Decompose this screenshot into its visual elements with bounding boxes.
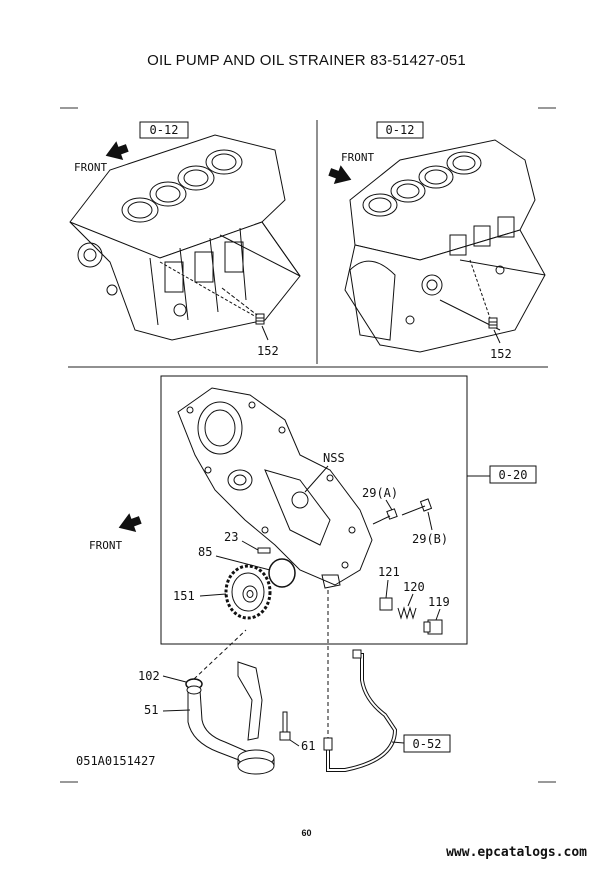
ref-label: 0-12 (150, 123, 179, 137)
o-ring-icon (268, 558, 296, 588)
dowel-pin-icon (257, 547, 271, 554)
plug-icon (221, 287, 265, 325)
ref-box (139, 121, 189, 139)
plug-icon (488, 317, 498, 329)
callout-152-left: 152 (257, 344, 279, 358)
callout-61: 61 (301, 739, 315, 753)
callout-51: 51 (144, 703, 158, 717)
page-number: 60 (301, 828, 312, 838)
bolt-icon (279, 711, 291, 741)
oil-strainer (186, 661, 275, 775)
callout-151: 151 (173, 589, 195, 603)
engine-block-right (344, 139, 546, 353)
spring-icon (397, 606, 417, 620)
engine-block-left (69, 134, 301, 341)
callout-85: 85 (198, 545, 212, 559)
callout-152-right: 152 (490, 347, 512, 361)
assembly-frame (160, 375, 468, 645)
front-arrow-icon (328, 165, 352, 185)
watermark: www.epcatalogs.com (446, 845, 587, 860)
front-label: FRONT (74, 161, 107, 174)
callout-121: 121 (378, 565, 400, 579)
callout-23: 23 (224, 530, 238, 544)
valve-cap-icon (379, 597, 393, 611)
callout-119: 119 (428, 595, 450, 609)
front-label: FRONT (341, 151, 374, 164)
front-arrow-icon (105, 141, 129, 161)
front-label: FRONT (89, 539, 122, 552)
timing-cover (177, 387, 373, 589)
ref-box (376, 121, 424, 139)
ref-box (403, 734, 451, 753)
oil-pump-gear (224, 564, 272, 620)
callout-nss: NSS (323, 451, 345, 465)
callout-29b: 29(B) (412, 532, 448, 546)
front-arrow-icon (118, 513, 142, 533)
ref-label: 0-52 (413, 737, 442, 751)
crop-marks (60, 107, 556, 783)
figure-code: 051A0151427 (76, 754, 155, 768)
bolt-icon (372, 498, 433, 525)
ref-box (489, 465, 537, 484)
callout-120: 120 (403, 580, 425, 594)
ref-label: 0-12 (386, 123, 415, 137)
ref-label: 0-20 (499, 468, 528, 482)
oil-pipe (323, 590, 398, 772)
callout-29a: 29(A) (362, 486, 398, 500)
plug-icon (423, 619, 443, 635)
callout-102: 102 (138, 669, 160, 683)
page-title: OIL PUMP AND OIL STRAINER 83-51427-051 (147, 52, 466, 69)
